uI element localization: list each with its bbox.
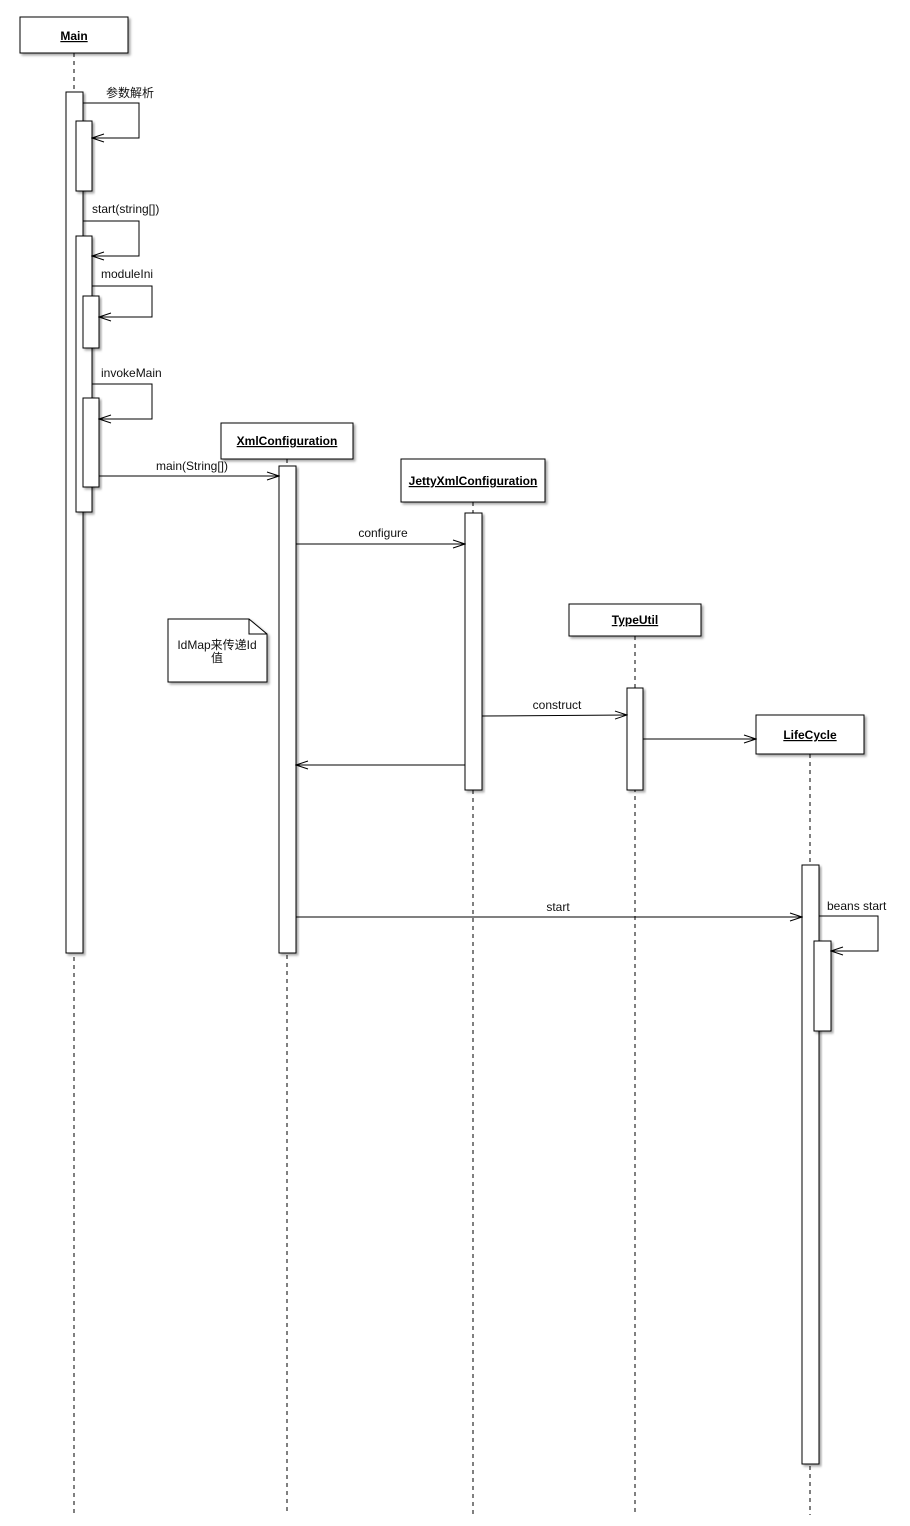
activations bbox=[65, 91, 832, 1465]
message-label: moduleIni bbox=[101, 267, 153, 281]
message-label: invokeMain bbox=[101, 366, 162, 380]
message-arrow-self-invokemain[interactable] bbox=[92, 383, 153, 419]
note-text-line-1: IdMap来传递Id bbox=[177, 637, 256, 652]
message-arrow-self-moduleini[interactable] bbox=[92, 285, 153, 317]
activation-main-moduleini bbox=[82, 295, 100, 349]
message-label: configure bbox=[358, 526, 408, 540]
note-text-line-2: 值 bbox=[211, 650, 223, 665]
participant-main[interactable]: Main bbox=[19, 16, 129, 54]
message-label: 参数解析 bbox=[106, 85, 154, 100]
participant-label: XmlConfiguration bbox=[237, 434, 338, 448]
activation-jettyxmlconfiguration bbox=[464, 512, 483, 791]
message-label: main(String[]) bbox=[156, 459, 228, 473]
messages bbox=[83, 102, 879, 951]
participant-xmlconfiguration[interactable]: XmlConfiguration bbox=[220, 422, 354, 460]
message-arrow-self-parse[interactable] bbox=[83, 102, 140, 138]
message-arrow-self-start[interactable] bbox=[83, 220, 140, 256]
message-label: construct bbox=[533, 698, 582, 712]
message-label: beans start bbox=[827, 899, 887, 913]
activation-main bbox=[65, 91, 84, 954]
activation-main-invokemain bbox=[82, 397, 100, 488]
participant-label: Main bbox=[60, 29, 87, 43]
message-label: start(string[]) bbox=[92, 202, 159, 216]
message-label: start bbox=[546, 900, 570, 914]
message-arrow-self-beans-start[interactable] bbox=[819, 915, 879, 951]
participant-label: TypeUtil bbox=[612, 613, 658, 627]
activation-typeutil bbox=[626, 687, 644, 791]
activation-lifecycle-beans bbox=[813, 940, 832, 1032]
message-arrow-construct[interactable] bbox=[481, 715, 627, 716]
participant-label: LifeCycle bbox=[783, 728, 837, 742]
participant-jettyxmlconfiguration[interactable]: JettyXmlConfiguration bbox=[400, 458, 546, 503]
participant-label: JettyXmlConfiguration bbox=[409, 474, 538, 488]
note[interactable]: IdMap来传递Id 值 bbox=[167, 618, 268, 683]
participant-typeutil[interactable]: TypeUtil bbox=[568, 603, 702, 637]
lifelines bbox=[73, 53, 811, 1515]
activation-xmlconfiguration bbox=[278, 465, 297, 954]
participant-lifecycle[interactable]: LifeCycle bbox=[755, 714, 865, 755]
message-labels: 参数解析 start(string[]) moduleIni invokeMai… bbox=[92, 85, 887, 914]
activation-main-parse bbox=[75, 120, 93, 192]
